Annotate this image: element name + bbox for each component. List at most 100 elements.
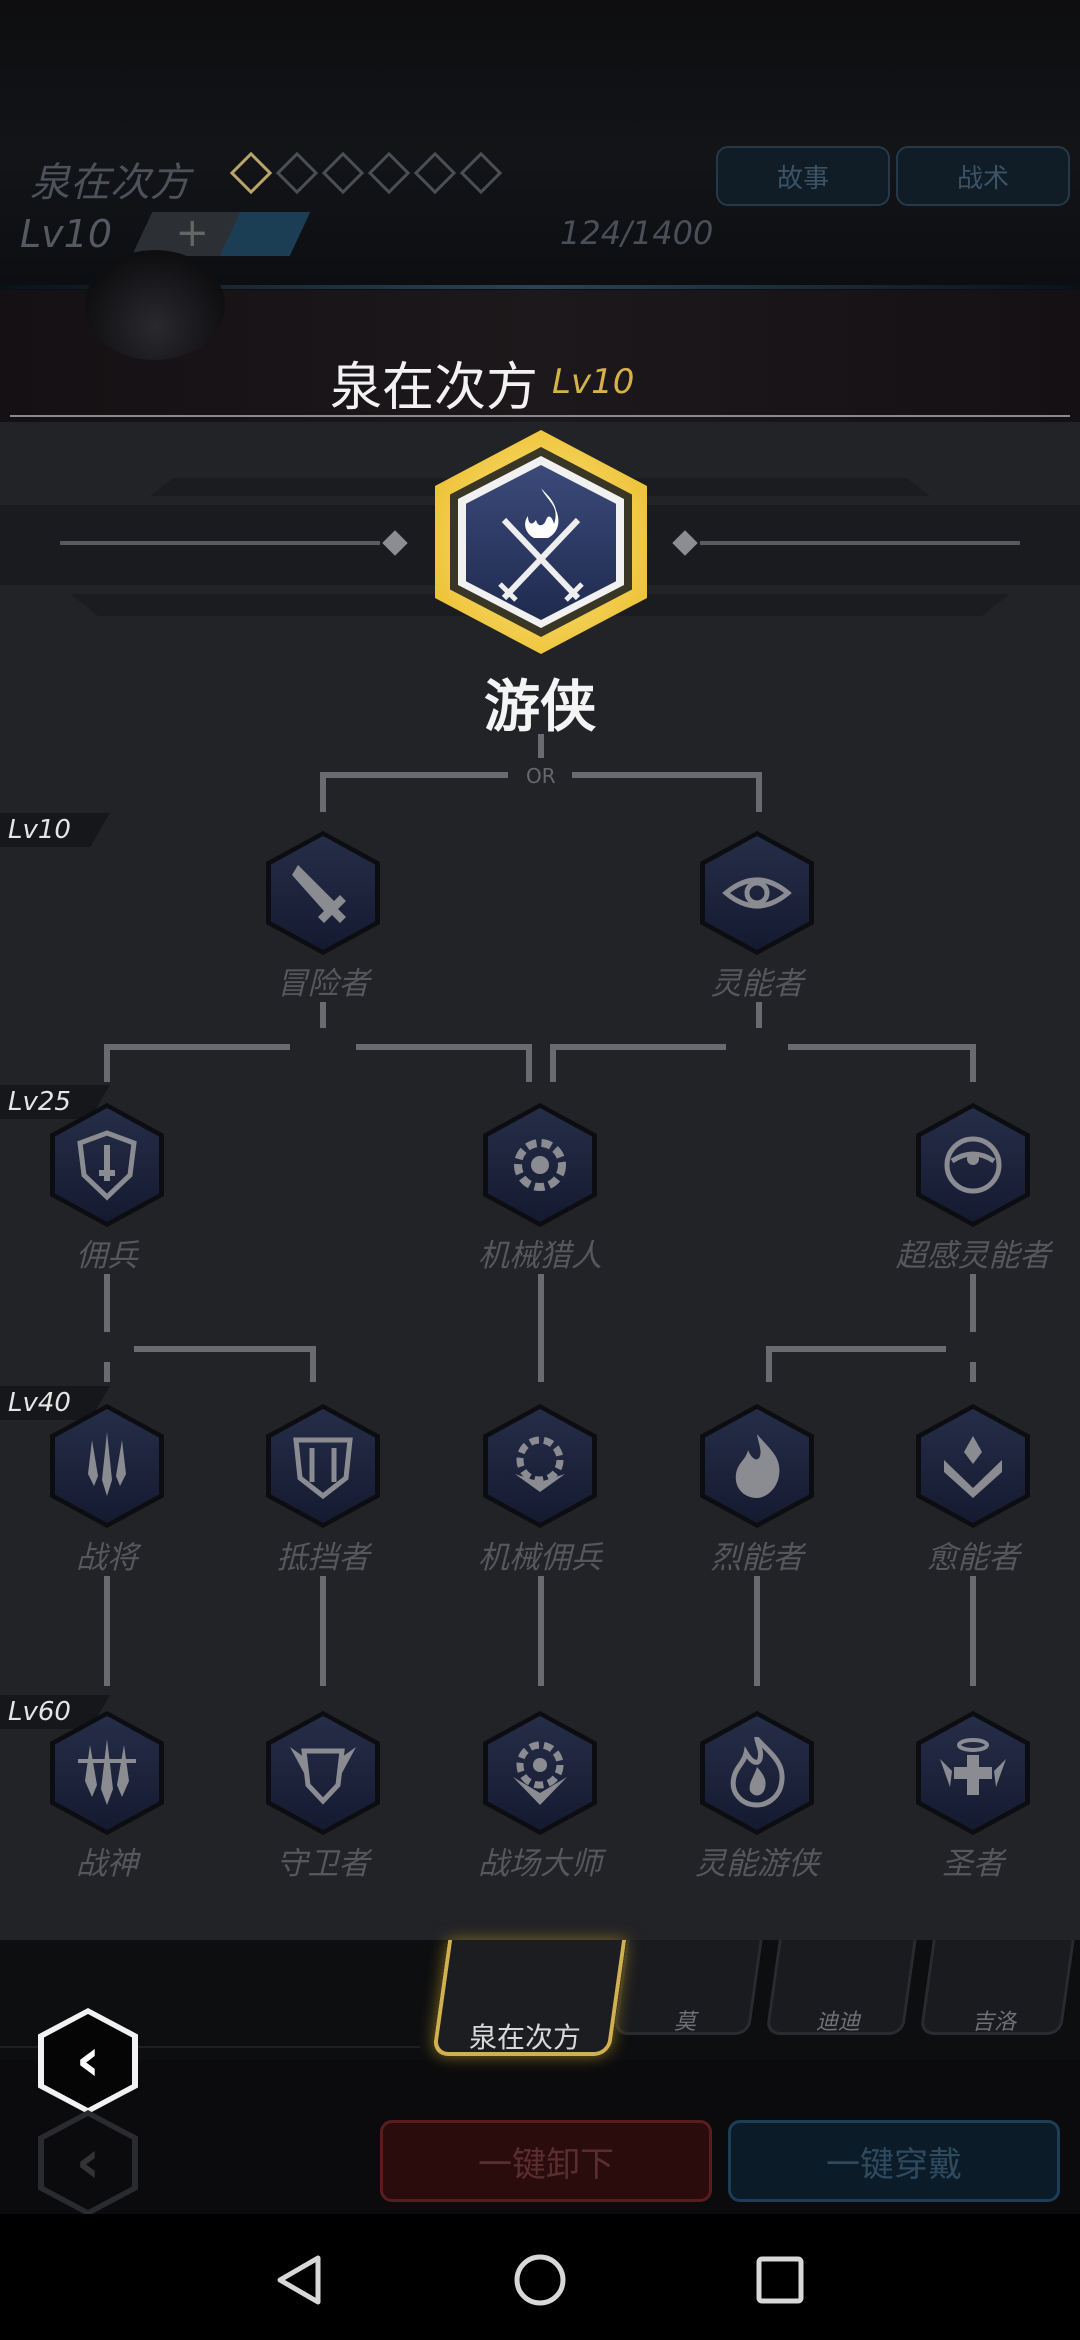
connector: [970, 1362, 976, 1382]
class-node-guardian[interactable]: [266, 1711, 380, 1835]
blades-icon: [88, 1432, 126, 1496]
connector: [538, 734, 544, 758]
connector: [320, 1576, 326, 1686]
connector: [104, 1044, 290, 1050]
roster-card-label: 莫: [673, 2010, 696, 2035]
panel-title-level: Lv10: [552, 362, 635, 402]
plus-icon: +: [175, 210, 210, 256]
class-node-psi-ranger[interactable]: [700, 1711, 814, 1835]
decor-line-right: [700, 541, 1020, 545]
connector: [766, 1346, 772, 1382]
connector: [310, 1346, 316, 1382]
connector: [538, 1576, 544, 1686]
connector: [104, 1576, 110, 1686]
eye-icon: [722, 877, 792, 909]
nav-recents-icon[interactable]: [754, 2254, 806, 2306]
connector: [970, 1044, 976, 1082]
class-node-mech-hunter[interactable]: [483, 1103, 597, 1227]
class-node-saint[interactable]: [916, 1711, 1030, 1835]
connector: [320, 1002, 326, 1028]
class-node-adventurer[interactable]: [266, 831, 380, 955]
character-name: 泉在次方: [30, 160, 190, 206]
flame-icon: [735, 1434, 780, 1498]
connector: [320, 772, 326, 812]
connector: [572, 772, 762, 778]
gear-crest-icon: [513, 1741, 567, 1805]
connector: [356, 1044, 532, 1050]
connector: [526, 1044, 532, 1082]
class-node-mercenary[interactable]: [50, 1103, 164, 1227]
nav-home-icon[interactable]: [512, 2252, 568, 2308]
xp-value: 124/1400: [560, 214, 714, 252]
class-label-general: 战将: [76, 1540, 138, 1576]
shield-sword-icon: [77, 1130, 137, 1201]
or-label: OR: [526, 764, 556, 788]
planet-decoration: [85, 250, 225, 360]
header-divider: [0, 285, 1080, 289]
orb-eye-icon: [944, 1136, 1002, 1194]
class-label-blocker: 抵挡者: [276, 1540, 370, 1576]
class-node-battle-master[interactable]: [483, 1711, 597, 1835]
class-node-super-psionic[interactable]: [916, 1103, 1030, 1227]
root-class-label: 游侠: [484, 675, 596, 740]
connector: [970, 1274, 976, 1332]
connector: [104, 1274, 110, 1332]
class-node-pyro[interactable]: [700, 1404, 814, 1528]
class-label-mech-hunter: 机械猎人: [478, 1238, 602, 1274]
connector: [104, 1044, 110, 1082]
title-divider: [10, 415, 1070, 417]
class-label-adventurer: 冒险者: [276, 966, 370, 1002]
class-label-war-god: 战神: [76, 1846, 138, 1882]
connector: [970, 1576, 976, 1686]
class-node-healer[interactable]: [916, 1404, 1030, 1528]
triple-blade-icon: [78, 1739, 136, 1805]
class-label-mercenary: 佣兵: [76, 1238, 138, 1274]
connector: [320, 772, 508, 778]
class-node-psionic[interactable]: [700, 831, 814, 955]
connector: [134, 1346, 314, 1352]
roster-card-label: 吉洛: [971, 2010, 1016, 2035]
class-label-guardian: 守卫者: [276, 1846, 370, 1882]
connector: [754, 1576, 760, 1686]
tower-shield-icon: [293, 1437, 353, 1500]
story-button[interactable]: 故事: [716, 146, 890, 206]
sword-icon: [292, 865, 346, 923]
class-node-blocker[interactable]: [266, 1404, 380, 1528]
tactics-button[interactable]: 战术: [896, 146, 1070, 206]
halo-cross-icon: [940, 1738, 1006, 1795]
connector: [550, 1044, 556, 1082]
roster-selected-label: 泉在次方: [468, 2021, 581, 2054]
nav-back-icon[interactable]: [272, 2252, 328, 2308]
decor-line-left: [60, 541, 380, 545]
class-label-psionic: 灵能者: [710, 966, 804, 1002]
level-tag-25: Lv25: [0, 1085, 110, 1119]
class-label-mech-mercenary: 机械佣兵: [478, 1540, 602, 1576]
connector: [550, 1044, 726, 1050]
gear-wing-icon: [515, 1436, 565, 1492]
system-nav-bar: [0, 2214, 1080, 2340]
connector: [104, 1362, 110, 1382]
class-node-mech-mercenary[interactable]: [483, 1404, 597, 1528]
panel-title: 泉在次方: [330, 358, 539, 418]
flame-burst-icon: [730, 1737, 785, 1808]
connector: [756, 1002, 762, 1028]
roster-divider: [0, 2046, 420, 2048]
unequip-all-button[interactable]: 一键卸下: [380, 2120, 712, 2202]
class-label-psi-ranger: 灵能游侠: [695, 1846, 819, 1882]
connector: [538, 1274, 544, 1382]
connector: [788, 1044, 974, 1050]
level-tag-10: Lv10: [0, 813, 110, 847]
class-node-war-god[interactable]: [50, 1711, 164, 1835]
chevron-wing-icon: [944, 1436, 1002, 1498]
connector: [756, 772, 762, 812]
equip-all-button[interactable]: 一键穿戴: [728, 2120, 1060, 2202]
class-label-healer: 愈能者: [926, 1540, 1020, 1576]
connector: [766, 1346, 946, 1352]
gear-icon: [514, 1139, 566, 1191]
winged-shield-icon: [290, 1747, 356, 1805]
class-label-saint: 圣者: [942, 1846, 1004, 1882]
class-label-super-psionic: 超感灵能者: [895, 1238, 1051, 1274]
class-label-pyro: 烈能者: [710, 1540, 804, 1576]
roster-card-label: 迪迪: [815, 2010, 860, 2035]
class-node-general[interactable]: [50, 1404, 164, 1528]
